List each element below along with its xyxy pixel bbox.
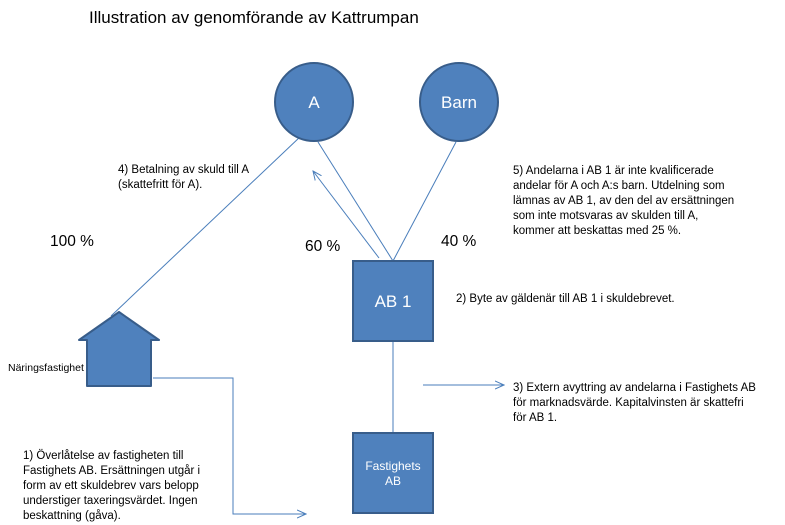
note-1: 1) Överlåtelse av fastigheten till Fasti…: [23, 449, 200, 524]
line-a-to-ab1: [317, 141, 394, 262]
node-ab1-label: AB 1: [375, 292, 412, 311]
note-4: 4) Betalning av skuld till A (skattefrit…: [118, 163, 249, 193]
node-barn: Barn: [419, 62, 499, 142]
house-icon: [78, 311, 160, 387]
node-fastighets-ab: Fastighets AB: [352, 432, 434, 514]
note-5-line: kommer att beskattas med 25 %.: [513, 225, 682, 237]
note-4-line: 4) Betalning av skuld till A: [118, 164, 250, 176]
percentage-60: 60 %: [305, 238, 341, 255]
line-a-to-naringsfastighet: [110, 135, 302, 317]
note-5-line: andelar för A och A:s barn. Utdelning so…: [513, 180, 725, 192]
line-barn-to-ab1: [392, 141, 457, 262]
arrow-payment-to-a: [313, 171, 380, 259]
percentage-100: 100 %: [50, 233, 94, 250]
note-5-line: 5) Andelarna i AB 1 är inte kvalificerad…: [513, 165, 714, 177]
node-a: A: [274, 62, 354, 142]
note-4-line: (skattefritt för A).: [118, 179, 203, 191]
note-3: 3) Extern avyttring av andelarna i Fasti…: [513, 381, 756, 426]
node-barn-label: Barn: [441, 93, 477, 112]
note-5-line: som inte motsvaras av skulden till A,: [513, 210, 699, 222]
note-2: 2) Byte av gäldenär till AB 1 i skuldebr…: [456, 292, 675, 307]
node-ab1: AB 1: [352, 260, 434, 342]
note-1-line: form av ett skuldebrev vars belopp: [23, 480, 199, 492]
note-1-line: Fastighets AB. Ersättningen utgår i: [23, 465, 201, 477]
node-fastighets-ab-label-2: AB: [385, 474, 401, 488]
note-1-line: 1) Överlåtelse av fastigheten till: [23, 450, 184, 462]
note-1-line: beskattning (gåva).: [23, 510, 121, 522]
note-1-line: understiger taxeringsvärdet. Ingen: [23, 495, 198, 507]
diagram-title: Illustration av genomförande av Kattrump…: [89, 8, 419, 27]
node-fastighets-ab-label-1: Fastighets: [365, 459, 420, 473]
label-naringsfastighet: Näringsfastighet: [8, 362, 84, 374]
note-3-line: för AB 1.: [513, 412, 558, 424]
note-5-line: lämnas av AB 1, av den del av ersättning…: [513, 195, 735, 207]
note-3-line: för marknadsvärde. Kapitalvinsten är ska…: [513, 397, 744, 409]
note-5: 5) Andelarna i AB 1 är inte kvalificerad…: [513, 164, 734, 239]
arrow-transfer-to-fastighets-ab: [153, 377, 306, 514]
percentage-40: 40 %: [441, 233, 477, 250]
note-2-line: 2) Byte av gäldenär till AB 1 i skuldebr…: [456, 293, 675, 305]
note-3-line: 3) Extern avyttring av andelarna i Fasti…: [513, 382, 756, 394]
node-a-label: A: [308, 93, 320, 112]
